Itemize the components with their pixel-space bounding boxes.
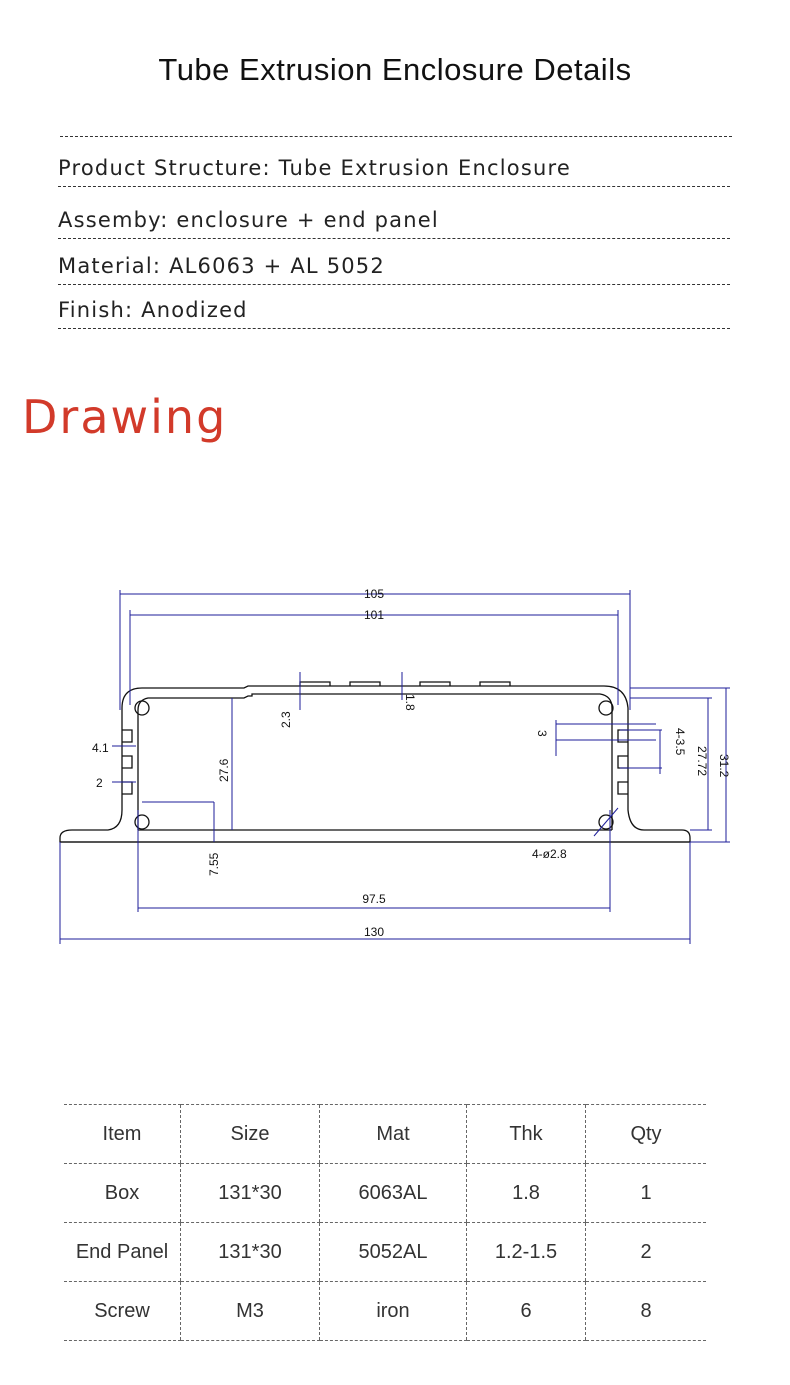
table-cell: 8 xyxy=(585,1281,706,1341)
table-header-row: Item Size Mat Thk Qty xyxy=(64,1104,706,1164)
table-cell: 6063AL xyxy=(319,1163,467,1223)
spec-row-finish: Finish: Anodized xyxy=(58,292,730,329)
screw-hole-bl xyxy=(134,814,150,830)
dim-27-6: 27.6 xyxy=(217,758,231,782)
dimension-lines xyxy=(59,590,730,944)
spec-row-assembly: Assemby: enclosure + end panel xyxy=(58,202,730,239)
profile-outer xyxy=(59,685,691,843)
dim-31-2: 31.2 xyxy=(717,754,731,778)
spec-label: Material: xyxy=(58,254,162,278)
dim-2: 2 xyxy=(96,776,103,790)
spec-value: AL6063 + AL 5052 xyxy=(169,254,385,278)
table-header-cell: Mat xyxy=(319,1104,467,1164)
enclosure-profile xyxy=(59,681,691,843)
spec-top-divider xyxy=(60,136,732,137)
spec-label: Finish: xyxy=(58,298,134,322)
table-cell: 131*30 xyxy=(180,1163,320,1223)
dim-4-phi-2-8: 4-ø2.8 xyxy=(532,847,567,861)
spec-value: enclosure + end panel xyxy=(176,208,439,232)
table-cell: Screw xyxy=(64,1281,181,1341)
table-header-cell: Qty xyxy=(585,1104,706,1164)
table-cell: 5052AL xyxy=(319,1222,467,1282)
table-cell: 6 xyxy=(466,1281,586,1341)
dim-97-5: 97.5 xyxy=(362,892,386,906)
spec-value: Tube Extrusion Enclosure xyxy=(278,156,571,180)
table-cell: Box xyxy=(64,1163,181,1223)
table-row: Screw M3 iron 6 8 xyxy=(64,1281,706,1341)
dim-2-3: 2.3 xyxy=(279,711,293,728)
table-cell: M3 xyxy=(180,1281,320,1341)
table-cell: 2 xyxy=(585,1222,706,1282)
screw-hole-br xyxy=(598,814,614,830)
table-cell: 1 xyxy=(585,1163,706,1223)
top-grooves xyxy=(299,681,511,686)
spec-row-structure: Product Structure: Tube Extrusion Enclos… xyxy=(58,150,730,187)
table-cell: End Panel xyxy=(64,1222,181,1282)
dim-27-72: 27.72 xyxy=(695,746,709,776)
dim-3: 3 xyxy=(535,730,549,737)
dim-4-1: 4.1 xyxy=(92,741,109,755)
table-cell: iron xyxy=(319,1281,467,1341)
drawing-heading: Drawing xyxy=(22,390,228,444)
spec-label: Product Structure: xyxy=(58,156,271,180)
dim-101: 101 xyxy=(364,608,384,622)
table-cell: 1.2-1.5 xyxy=(466,1222,586,1282)
dim-7-55: 7.55 xyxy=(207,852,221,876)
table-header-cell: Item xyxy=(64,1104,181,1164)
spec-value: Anodized xyxy=(141,298,248,322)
screw-hole-tr xyxy=(598,700,614,716)
dim-4-3-5: 4-3.5 xyxy=(673,728,687,756)
dim-130: 130 xyxy=(364,925,384,939)
screw-hole-tl xyxy=(134,700,150,716)
left-slots xyxy=(122,729,133,795)
parts-table: Item Size Mat Thk Qty Box 131*30 6063AL … xyxy=(64,1104,706,1341)
technical-drawing: 105 101 1.8 2.3 4.1 2 27.6 3 4-3.5 27.72… xyxy=(59,587,731,944)
dim-105: 105 xyxy=(364,587,384,601)
table-row: Box 131*30 6063AL 1.8 1 xyxy=(64,1163,706,1223)
page-title: Tube Extrusion Enclosure Details xyxy=(158,52,632,87)
table-cell: 131*30 xyxy=(180,1222,320,1282)
table-header-cell: Size xyxy=(180,1104,320,1164)
profile-inner xyxy=(137,693,613,830)
spec-row-material: Material: AL6063 + AL 5052 xyxy=(58,248,730,285)
table-header-cell: Thk xyxy=(466,1104,586,1164)
spec-label: Assemby: xyxy=(58,208,169,232)
table-cell: 1.8 xyxy=(466,1163,586,1223)
table-row: End Panel 131*30 5052AL 1.2-1.5 2 xyxy=(64,1222,706,1282)
dim-1-8: 1.8 xyxy=(403,694,417,711)
